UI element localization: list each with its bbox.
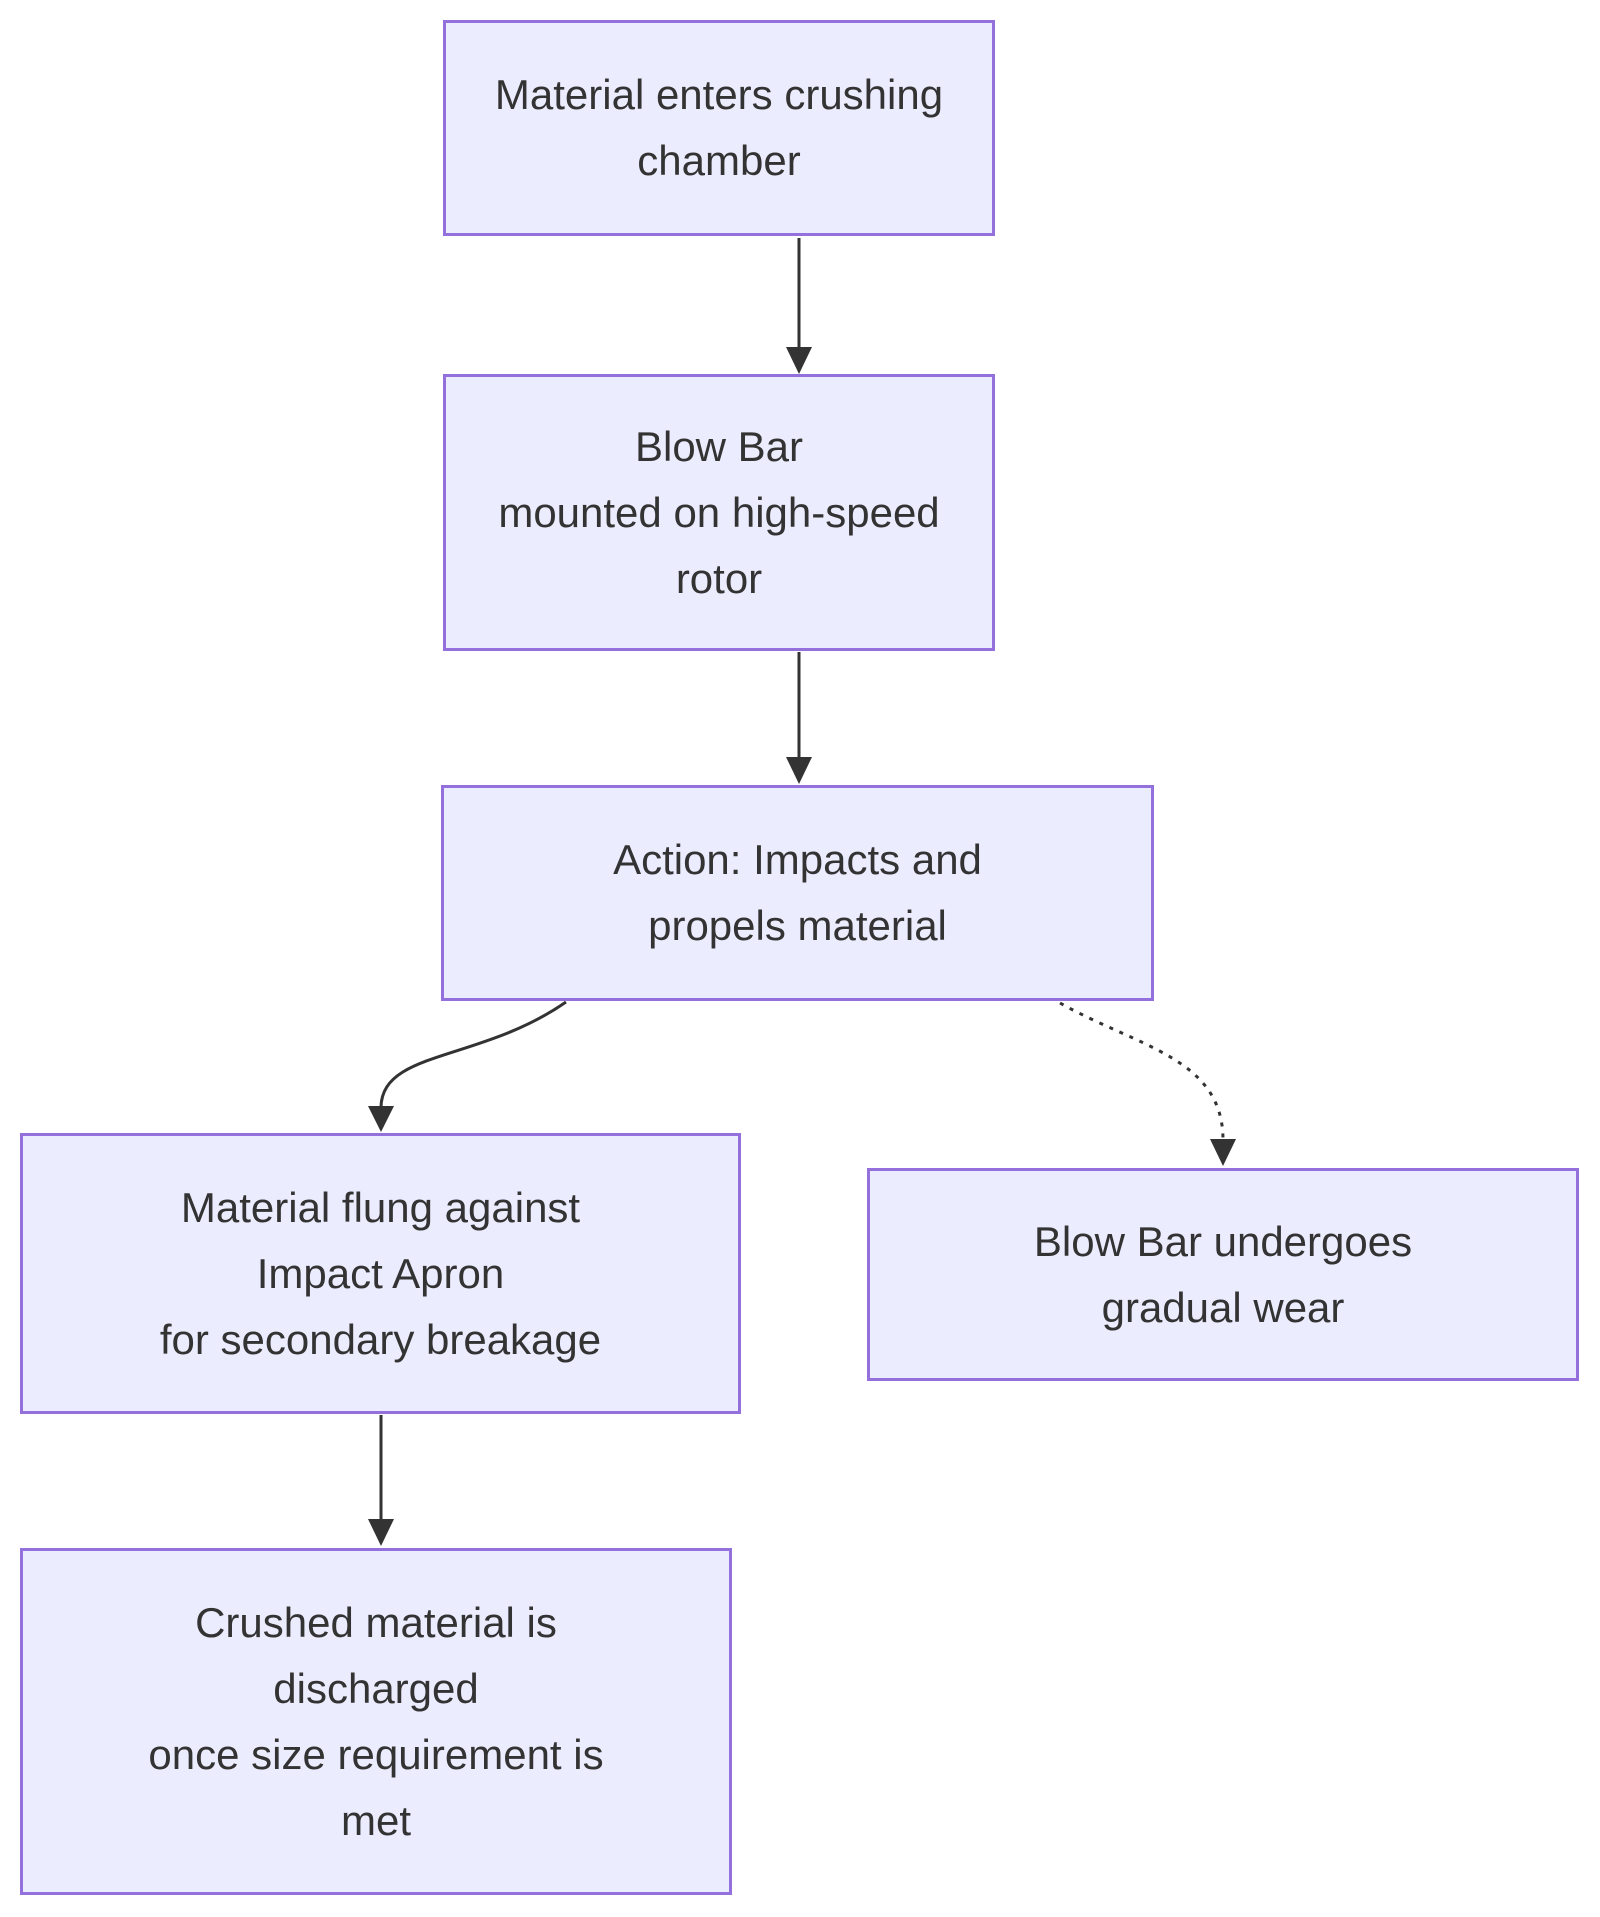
node-label-line: mounted on high-speed [498, 488, 940, 536]
node-label-line: for secondary breakage [159, 1315, 602, 1363]
node-label-line: Material flung against [180, 1183, 581, 1231]
node-impact-apron: Material flung against Impact Apron for … [20, 1133, 741, 1414]
node-label-line: Crushed material is [195, 1598, 557, 1646]
node-label-line: once size requirement is [148, 1730, 604, 1778]
node-label-line: gradual wear [1101, 1283, 1345, 1331]
edge-blow-bar-to-action [786, 652, 812, 784]
arrowhead-down-icon [786, 757, 812, 784]
node-material-enters-chamber: Material enters crushing chamber [443, 20, 995, 236]
node-label-line: Action: Impacts and [613, 836, 982, 883]
edge-action-to-wear [1059, 1001, 1236, 1166]
node-blow-bar-wear: Blow Bar undergoes gradual wear [867, 1168, 1579, 1381]
edge-enter-to-blow-bar [786, 238, 812, 374]
arrowhead-down-icon [368, 1106, 394, 1132]
edge-action-to-apron [368, 1000, 567, 1132]
node-label-line: rotor [675, 554, 763, 602]
node-blow-bar-rotor: Blow Bar mounted on high-speed rotor [443, 374, 995, 651]
node-label-line: discharged [273, 1664, 479, 1712]
node-label-line: propels material [648, 902, 947, 949]
node-label-line: Blow Bar [634, 422, 804, 470]
arrowhead-down-icon [1210, 1139, 1236, 1166]
node-label-line: Impact Apron [256, 1249, 505, 1297]
node-label-line: chamber [637, 137, 801, 184]
edge-apron-to-discharge [368, 1415, 394, 1546]
node-material-discharged: Crushed material is discharged once size… [20, 1548, 732, 1895]
arrowhead-down-icon [786, 347, 812, 374]
node-action-impacts: Action: Impacts and propels material [441, 785, 1154, 1001]
node-label-line: Material enters crushing [494, 71, 944, 118]
node-label-line: met [340, 1796, 411, 1844]
arrowhead-down-icon [368, 1519, 394, 1546]
node-label-line: Blow Bar undergoes [1033, 1217, 1413, 1265]
